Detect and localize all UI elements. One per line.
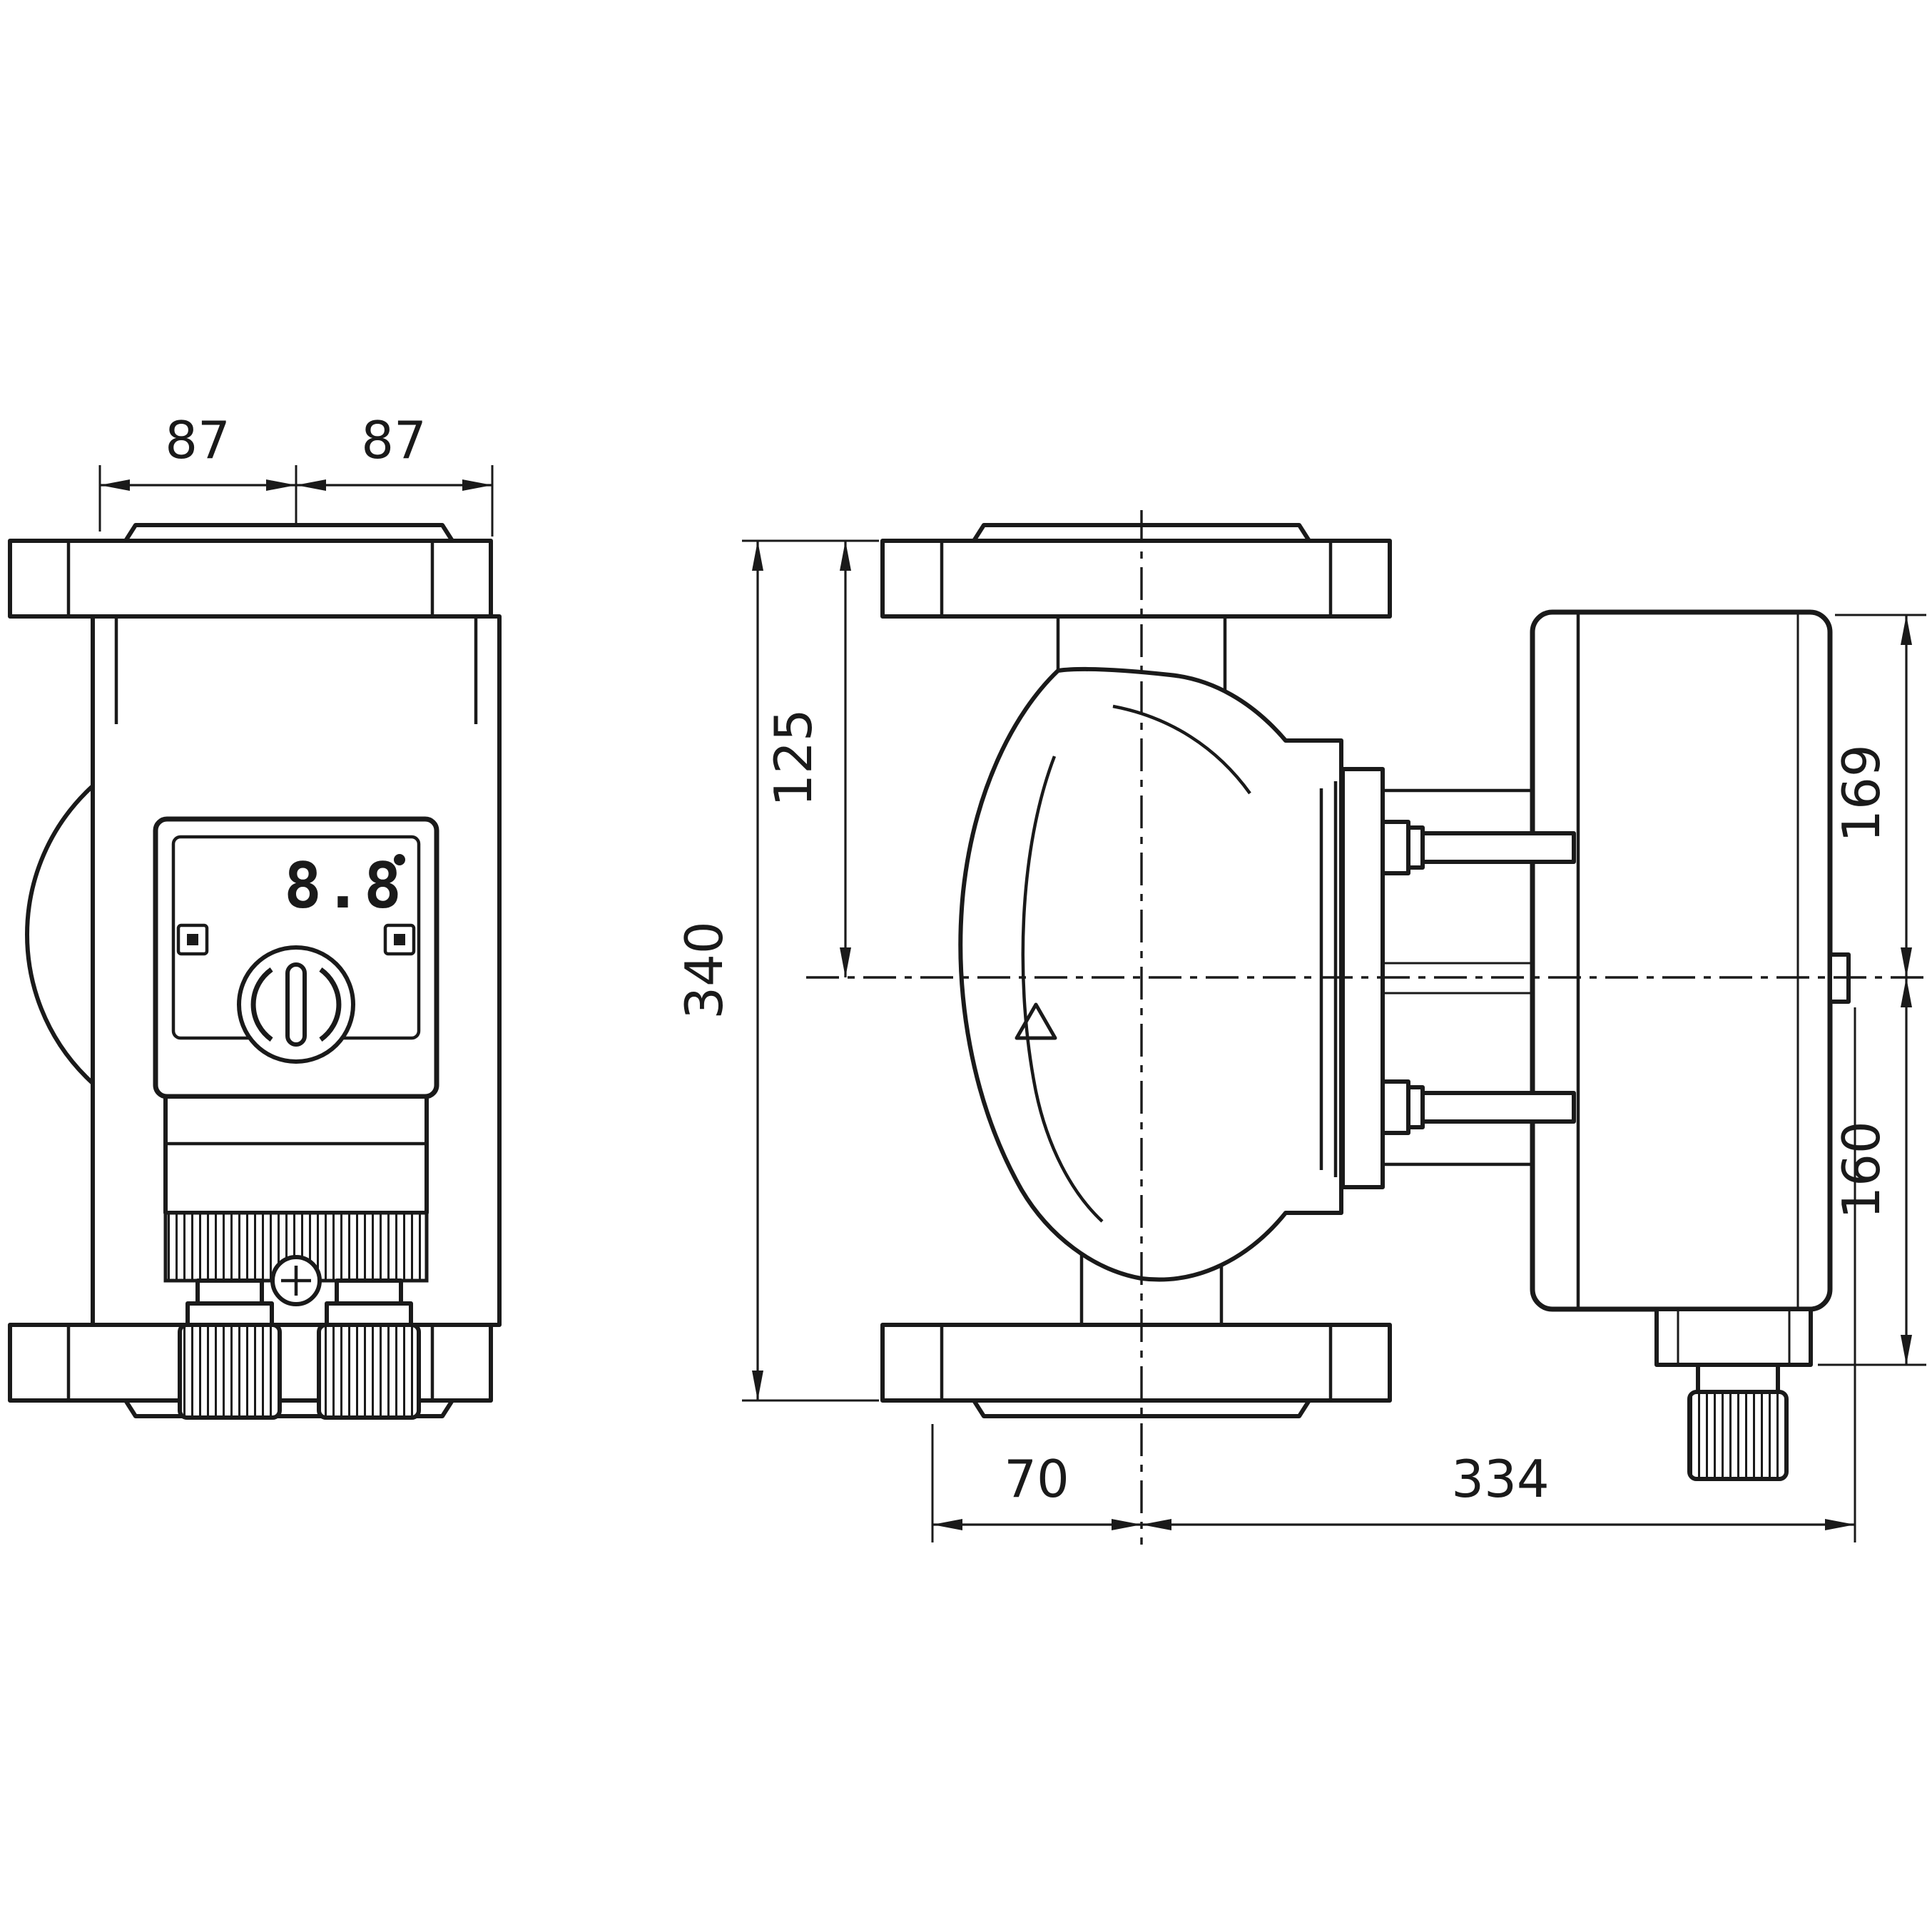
terminal-box [1654, 1307, 1813, 1367]
display-dot [394, 854, 405, 865]
control-module: 8.8 [153, 816, 439, 1306]
side-view: 125 340 169 160 70 [674, 510, 1926, 1545]
dimension-label-70: 70 [1004, 1449, 1069, 1509]
cable-gland-right [317, 1278, 421, 1420]
flow-direction-icon [1015, 1002, 1057, 1040]
volute-inner-top [1112, 704, 1251, 795]
dimension-label-160: 160 [1831, 1121, 1891, 1219]
dimension-label-87-left: 87 [165, 410, 230, 470]
front-dimensions: 87 87 [98, 410, 494, 537]
front-top-flange [8, 523, 493, 619]
control-knob-icon [237, 945, 355, 1064]
terminal-cable-gland [1687, 1363, 1789, 1481]
button-right-icon [383, 923, 416, 956]
volute-inner-wall [1021, 756, 1104, 1223]
module-lower-section [163, 1094, 429, 1215]
right-side-dimensions: 169 160 [1818, 614, 1926, 1366]
dimension-label-340: 340 [674, 921, 734, 1019]
dimension-label-87-right: 87 [361, 410, 427, 470]
lantern [1381, 788, 1532, 1166]
dimension-label-125: 125 [763, 708, 823, 806]
dimension-label-169: 169 [1831, 744, 1891, 842]
cable-gland-left [178, 1278, 282, 1420]
led-display: 8.8 [284, 849, 404, 922]
tie-bolt-bottom [1381, 1079, 1576, 1135]
button-left-icon [176, 923, 209, 956]
tie-bolt-top [1381, 820, 1576, 875]
phillips-screw-icon [270, 1255, 322, 1306]
height-dimensions: 125 340 [674, 539, 879, 1402]
side-bottom-flange [880, 1323, 1392, 1418]
volute-casing [958, 666, 1343, 1282]
dimension-label-334: 334 [1451, 1449, 1549, 1509]
motor-housing [1530, 609, 1851, 1312]
front-view: 8.8 [8, 410, 502, 1420]
side-top-flange [880, 523, 1392, 619]
bottom-dimensions: 70 334 [931, 1007, 1856, 1542]
